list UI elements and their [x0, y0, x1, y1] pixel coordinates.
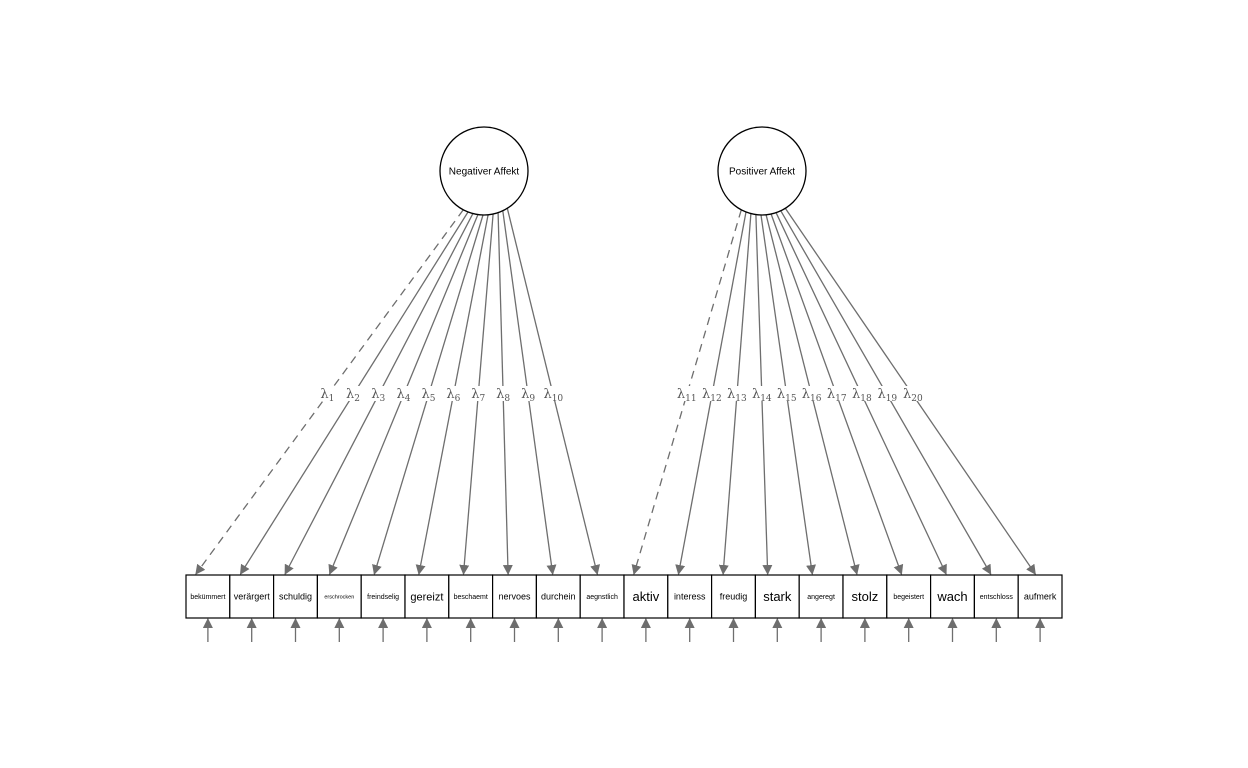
indicator-box-18 — [929, 574, 975, 619]
factor-circle-2 — [717, 126, 807, 216]
indicator-box-16 — [842, 574, 888, 619]
indicator-label-6: gereizt — [410, 591, 443, 603]
loading-label-bg — [544, 386, 571, 401]
indicator-box-17 — [886, 574, 932, 619]
loading-label-bg — [369, 386, 392, 401]
loading-label-bg — [727, 386, 754, 401]
loading-label-bg — [852, 386, 879, 401]
indicator-box-10 — [579, 574, 625, 619]
residual-arrows — [202, 618, 1046, 642]
indicator-label-3: schuldig — [279, 592, 312, 602]
indicator-box-15 — [798, 574, 844, 619]
indicator-label-14: stark — [763, 589, 792, 604]
indicator-label-11: aktiv — [633, 589, 660, 604]
loading-label-bg — [878, 386, 905, 401]
indicator-box-6 — [404, 574, 450, 619]
loading-label-bg — [827, 386, 854, 401]
indicator-label-16: stolz — [852, 589, 879, 604]
loading-label-bg — [469, 386, 492, 401]
loading-label-bg — [344, 386, 366, 401]
indicator-label-18: wach — [936, 589, 967, 604]
indicator-box-20 — [1017, 574, 1063, 619]
indicator-label-15: angeregt — [807, 594, 835, 601]
indicator-label-17: begeistert — [893, 594, 924, 601]
indicator-box-4 — [316, 574, 362, 619]
indicator-box-11 — [623, 574, 669, 619]
factor-label-1: Negativer Affekt — [449, 167, 520, 178]
indicator-label-4: erschrocken — [324, 594, 354, 600]
indicator-box-8 — [492, 574, 538, 619]
loading-label-bg — [802, 386, 829, 401]
loading-label-bg — [903, 386, 930, 401]
indicator-label-5: freindselig — [367, 594, 399, 601]
indicator-label-20: aufmerk — [1024, 592, 1057, 602]
loading-label-bg — [752, 386, 779, 401]
loading-label-bg — [444, 386, 467, 401]
indicator-label-10: aegnstlich — [586, 594, 618, 601]
loading-label-bg — [394, 386, 417, 401]
loading-label-bg — [419, 386, 442, 401]
indicator-label-1: bekümmert — [190, 594, 225, 601]
indicator-boxes: bekümmert verärgert schuldig erschrocken fre… — [185, 574, 1063, 619]
indicator-label-2: verärgert — [234, 592, 271, 602]
indicator-label-12: interess — [674, 592, 706, 602]
indicator-box-2 — [229, 574, 275, 619]
indicator-label-9: durchein — [541, 592, 576, 602]
indicator-label-13: freudig — [720, 592, 748, 602]
factor-circle-1 — [439, 126, 529, 216]
loading-label-bg — [494, 386, 517, 401]
indicator-label-8: nervoes — [498, 592, 531, 602]
loading-label-bg — [677, 386, 704, 401]
loading-label-bg — [777, 386, 804, 401]
loading-label-bg — [519, 386, 542, 401]
loading-label-bg — [318, 386, 341, 401]
factor-label-2: Positiver Affekt — [729, 167, 795, 178]
indicator-label-7: beschaemt — [454, 594, 488, 601]
indicator-box-19 — [973, 574, 1019, 619]
indicator-box-14 — [754, 574, 800, 619]
indicator-box-3 — [273, 574, 319, 619]
loading-label-bg — [702, 386, 729, 401]
latent-factors: Negativer Affekt Positiver Affekt — [439, 126, 807, 216]
indicator-label-19: entschloss — [980, 594, 1014, 601]
indicator-box-9 — [535, 574, 581, 619]
